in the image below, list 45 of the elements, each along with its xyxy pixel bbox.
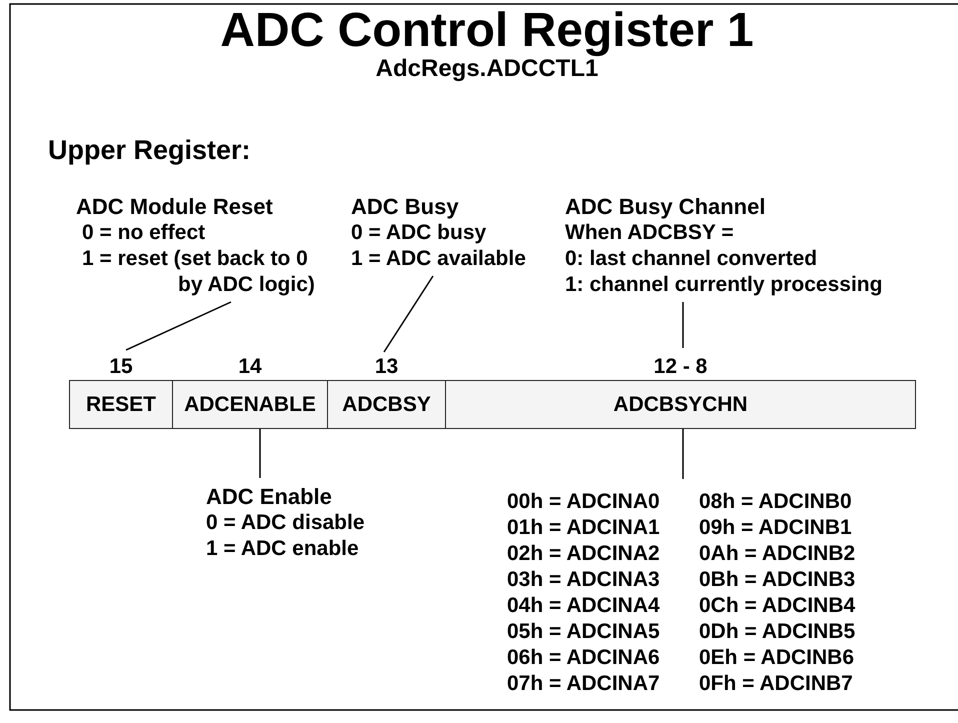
leader-line	[259, 429, 261, 478]
channel-code: 05h = ADCINA5	[507, 619, 661, 645]
field-description: When ADCBSY =	[565, 220, 734, 246]
channel-code: 03h = ADCINA3	[507, 567, 661, 593]
channel-code: 01h = ADCINA1	[507, 515, 661, 541]
field-heading: ADC Enable	[206, 484, 332, 510]
channel-code: 0Ah = ADCINB2	[699, 541, 856, 567]
register-field: RESET	[69, 380, 173, 429]
leader-line	[383, 276, 434, 352]
channel-code: 07h = ADCINA7	[507, 671, 661, 697]
register-field: ADCBSY	[327, 380, 446, 429]
channel-code: 09h = ADCINB1	[699, 515, 853, 541]
bit-number: 13	[374, 354, 398, 380]
channel-code: 0Ch = ADCINB4	[699, 593, 856, 619]
field-description: 0: last channel converted	[565, 246, 818, 272]
channel-code: 00h = ADCINA0	[507, 489, 661, 515]
subtitle: AdcRegs.ADCCTL1	[374, 55, 598, 83]
field-description: 1 = reset (set back to 0 by ADC logic)	[82, 246, 316, 298]
field-description: 0 = no effect	[82, 220, 206, 246]
channel-code: 08h = ADCINB0	[699, 489, 853, 515]
register-field: ADCBSYCHN	[445, 380, 916, 429]
channel-code: 02h = ADCINA2	[507, 541, 661, 567]
field-heading: ADC Module Reset	[76, 194, 273, 220]
field-description: 1 = ADC available	[351, 246, 526, 272]
channel-code: 06h = ADCINA6	[507, 645, 661, 671]
field-description: 0 = ADC disable	[206, 510, 365, 536]
field-description: 0 = ADC busy	[351, 220, 486, 246]
leader-line	[682, 302, 684, 348]
leader-line	[682, 429, 684, 479]
channel-code: 0Dh = ADCINB5	[699, 619, 856, 645]
channel-code: 0Bh = ADCINB3	[699, 567, 856, 593]
bit-number: 14	[238, 354, 262, 380]
channel-code: 0Fh = ADCINB7	[699, 671, 854, 697]
channel-code: 0Eh = ADCINB6	[699, 645, 856, 671]
channel-code: 04h = ADCINA4	[507, 593, 661, 619]
leader-line	[126, 301, 232, 351]
field-heading: ADC Busy	[351, 194, 459, 220]
register-field: ADCENABLE	[172, 380, 328, 429]
bit-number: 12 - 8	[654, 354, 708, 380]
section-heading: Upper Register:	[48, 134, 251, 166]
field-description: 1 = ADC enable	[206, 536, 359, 562]
bit-number: 15	[109, 354, 133, 380]
field-heading: ADC Busy Channel	[565, 194, 766, 220]
title: ADC Control Register 1	[219, 4, 755, 58]
field-description: 1: channel currently processing	[565, 272, 882, 298]
